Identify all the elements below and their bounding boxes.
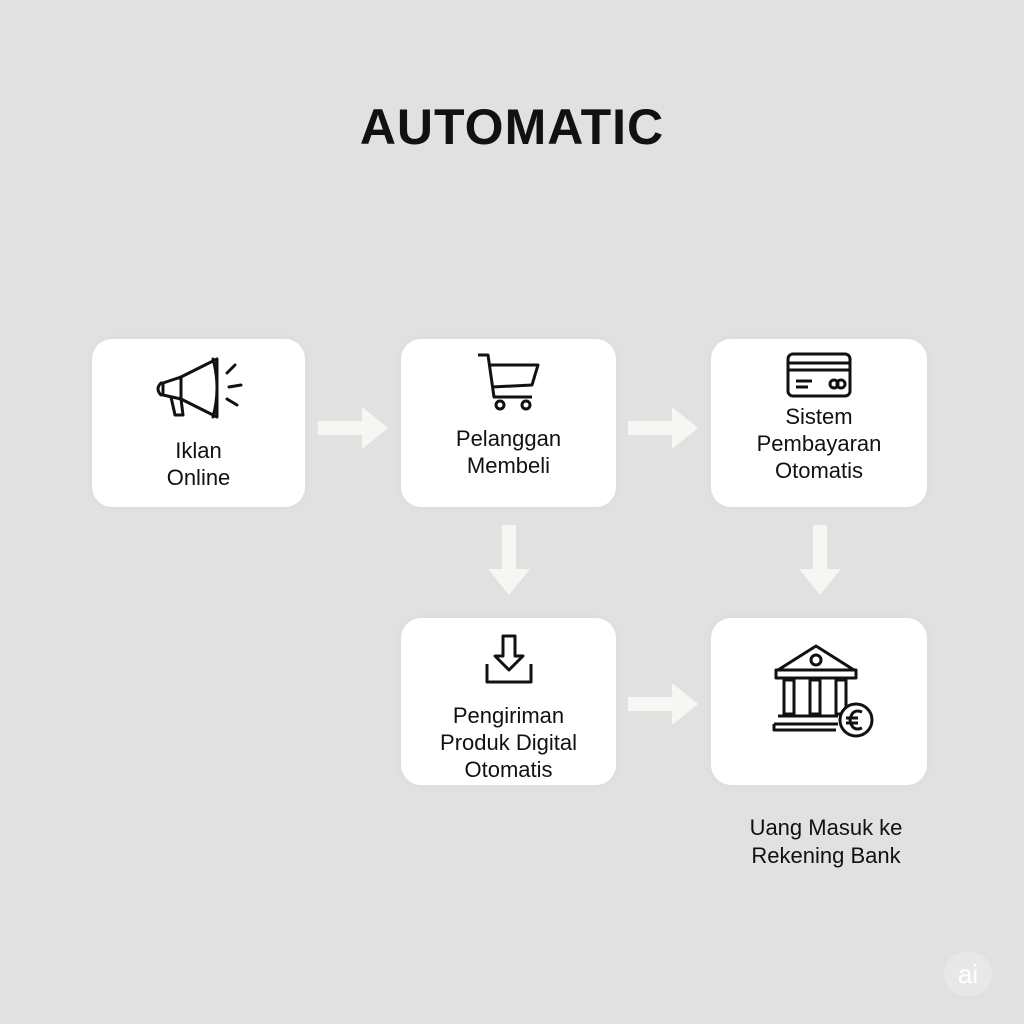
node-label: Online bbox=[166, 465, 231, 490]
node-label: Produk Digital bbox=[440, 730, 577, 755]
node-label: Pembayaran bbox=[756, 431, 882, 456]
node-label: Sistem bbox=[785, 404, 853, 429]
node-label: Pengiriman bbox=[452, 703, 565, 728]
bank-euro-icon bbox=[772, 644, 874, 738]
node-label: Uang Masuk ke bbox=[749, 815, 903, 840]
credit-card-icon bbox=[786, 352, 852, 398]
arrow-right-icon bbox=[628, 683, 698, 725]
arrow-right-icon bbox=[318, 407, 388, 449]
node-label: Rekening Bank bbox=[751, 843, 901, 868]
node-label: Membeli bbox=[466, 453, 551, 478]
shopping-cart-icon bbox=[477, 353, 539, 411]
arrow-down-icon bbox=[799, 525, 841, 595]
arrow-down-icon bbox=[488, 525, 530, 595]
node-label: Otomatis bbox=[774, 458, 864, 483]
diagram-title: AUTOMATIC bbox=[359, 99, 665, 155]
megaphone-icon bbox=[156, 357, 242, 419]
bank-caption: Uang Masuk ke Rekening Bank bbox=[716, 814, 936, 870]
arrow-right-icon bbox=[628, 407, 698, 449]
node-label: Otomatis bbox=[464, 757, 553, 782]
watermark-logo: ai bbox=[944, 952, 992, 996]
node-uang-masuk bbox=[711, 618, 927, 785]
download-icon bbox=[485, 634, 532, 684]
node-label: Iklan bbox=[175, 438, 222, 463]
node-label: Pelanggan bbox=[455, 426, 562, 451]
